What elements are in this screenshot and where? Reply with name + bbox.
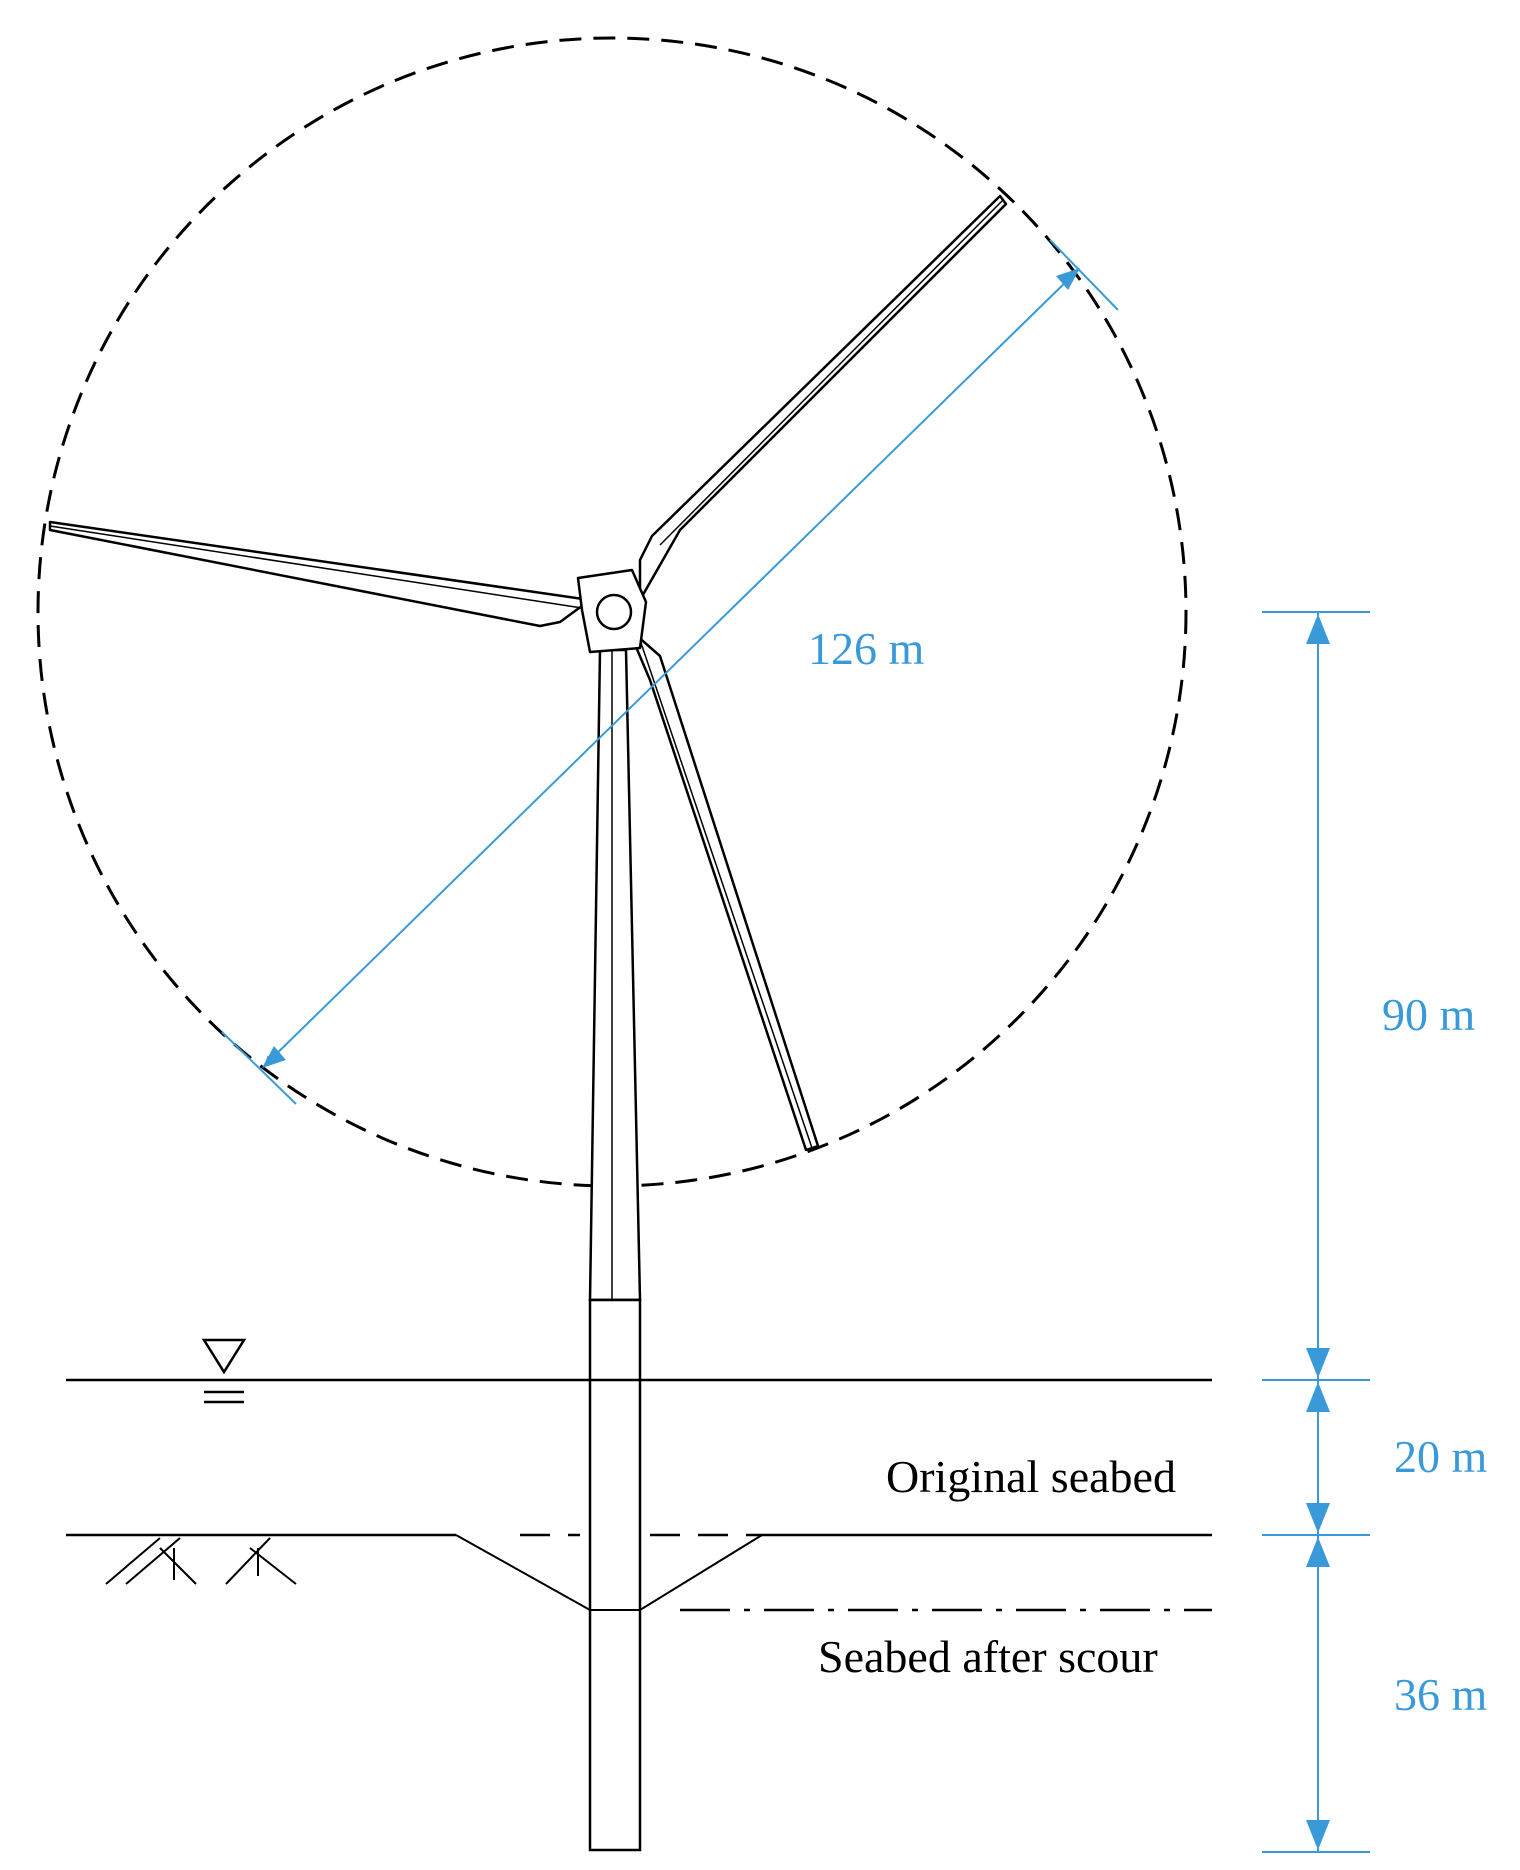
seabed-after-scour-label: Seabed after scour xyxy=(818,1631,1158,1682)
water-level-triangle-icon xyxy=(201,1338,247,1404)
rotor-diameter-dimension xyxy=(221,239,1119,1105)
blade-upper-right xyxy=(638,194,1008,602)
soil-hatch-icon xyxy=(105,1537,297,1585)
tower xyxy=(588,648,642,1302)
blade-lower-right xyxy=(626,626,820,1152)
blade-left xyxy=(48,520,592,628)
rotor-hub xyxy=(595,593,633,631)
hub-height-label: 90 m xyxy=(1382,989,1476,1040)
monopile xyxy=(588,1298,642,1852)
vertical-dimension xyxy=(1262,611,1370,1853)
rotor-diameter-label: 126 m xyxy=(808,623,925,674)
pile-embedment-label: 36 m xyxy=(1394,1669,1488,1720)
original-seabed-label: Original seabed xyxy=(886,1451,1176,1502)
water-depth-label: 20 m xyxy=(1394,1431,1488,1482)
scour-hole xyxy=(455,1534,763,1611)
